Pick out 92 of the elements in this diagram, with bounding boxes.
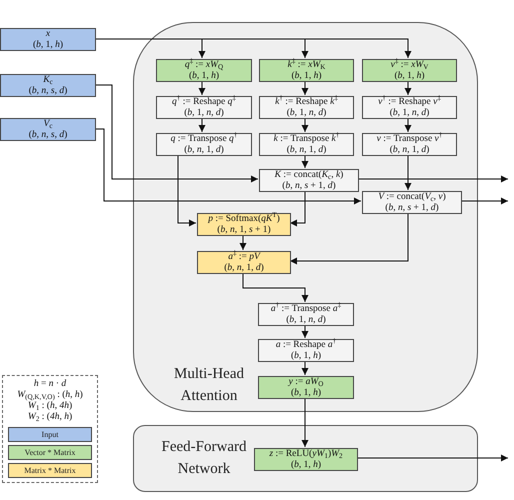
shape-text: (b, 1, h) [291,70,322,81]
shape-text: (b, n, s, d) [28,130,68,140]
formula-note: W$_{2}$ : (4h, h) [28,412,72,422]
shape-text: (b, 1, h) [394,70,425,81]
operation-box [362,133,457,156]
shape-text: (b, 1, h) [188,70,220,81]
shape-text: (b, 1, h) [32,40,64,50]
shape-text: (b, n, 1, d) [224,262,264,273]
formula-text: k := Transpose k$^{†}$ [274,134,340,144]
operation-box [362,96,457,119]
arrow [240,234,246,250]
arrow [356,454,508,462]
shape-text: (b, 1, n, d) [286,314,326,325]
shape-text: (b, n, 1, d) [184,144,224,155]
module-panel [133,425,478,492]
operation-box [362,59,457,82]
arrow [302,80,308,96]
arrow [198,118,206,132]
arrow [290,212,408,264]
operation-box [197,213,291,236]
formula-text: q$^{‡}$ := xW$_{Q}$ [184,60,224,70]
operation-box [0,74,96,97]
shape-text: (b, n, 1, d) [390,144,430,155]
shape-text: (b, n, s, d) [28,86,68,96]
operation-box [197,251,291,274]
module-panel [133,22,478,412]
operation-box [259,96,354,119]
shape-text: (b, 1, n, d) [286,108,326,118]
operation-box [156,96,252,119]
arrow [302,398,308,448]
legend-label: Matrix * Matrix [24,464,76,476]
shape-text: (b, n, s + 1, d) [385,202,439,213]
formula-text: v$^{‡}$ := xW$_{V}$ [390,60,428,70]
formula-text: V := concat(V$_{c}$, v) [378,192,446,202]
operation-box [259,169,359,192]
formula-text: q$^{†}$ := Reshape q$^{‡}$ [172,97,236,108]
operation-box [259,59,354,82]
formula-text: y := aW$_{O}$ [288,377,324,388]
formula-text: k$^{†}$ := Reshape k$^{‡}$ [275,97,338,108]
formula-text: p := Softmax(qK$^{T}$) [208,214,280,224]
arrow [302,360,308,376]
operation-box [258,303,354,326]
formula-text: k$^{‡}$ := xW$_{K}$ [288,60,326,70]
shape-text: (b, n, s + 1, d) [282,180,336,191]
shape-text: (b, n, 1, s + 1) [217,224,271,235]
legend-label: Vector * Matrix [24,446,76,458]
shape-text: (b, 1, h) [290,350,322,361]
shape-text: (b, 1, h) [290,460,322,470]
arrow [178,154,196,226]
arrow [302,324,308,338]
arrow [198,80,206,96]
arrow [404,154,412,190]
formula-note: h = n · d [34,379,66,389]
shape-text: (b, n, 1, d) [286,144,326,155]
arrow [358,176,508,182]
module-title: Multi-Head Attention [173,365,245,406]
formula-text: a$^{‡}$ := pV [228,252,260,262]
module-title: Feed-Forward Network [160,438,248,479]
arrow [290,190,306,226]
formula-note: W$_{1}$ : (h, 4h) [28,401,72,411]
operation-box [362,191,462,214]
legend-label: Input [42,428,58,440]
formula-text: a$^{†}$ := Transpose a$^{‡}$ [270,304,342,314]
formula-note: W$_{(Q,K,V,O)}$ : (h, h) [17,390,83,400]
arrow [404,80,412,96]
operation-box [258,376,354,399]
arrow [302,118,308,132]
arrow [96,84,258,182]
formula-text: a := Reshape a$^{†}$ [276,340,336,350]
operation-box [0,28,96,51]
formula-text: V$_{c}$ [44,119,52,130]
arrow [96,128,362,204]
operation-box [254,448,358,471]
operation-box [0,118,96,141]
operation-box [258,339,354,362]
operation-box [156,133,252,156]
formula-text: K := concat(K$_{c}$, k) [274,170,344,180]
formula-text: q := Transpose q$^{†}$ [170,134,238,144]
formula-text: v := Transpose v$^{†}$ [376,134,442,144]
formula-text: x [46,29,50,40]
shape-text: (b, 1, n, d) [390,108,430,118]
arrow [302,154,308,168]
shape-text: (b, 1, h) [290,388,322,398]
arrow [242,272,308,302]
shape-text: (b, 1, n, d) [184,108,224,118]
operation-box [259,133,354,156]
formula-text: v$^{†}$ := Reshape v$^{‡}$ [378,97,441,108]
arrow [460,198,508,204]
formula-text: K$_{c}$ [43,75,53,86]
formula-text: z := ReLU(yW$_{1}$)W$_{2}$ [269,449,343,460]
arrow [404,118,412,132]
operation-box [156,59,252,82]
